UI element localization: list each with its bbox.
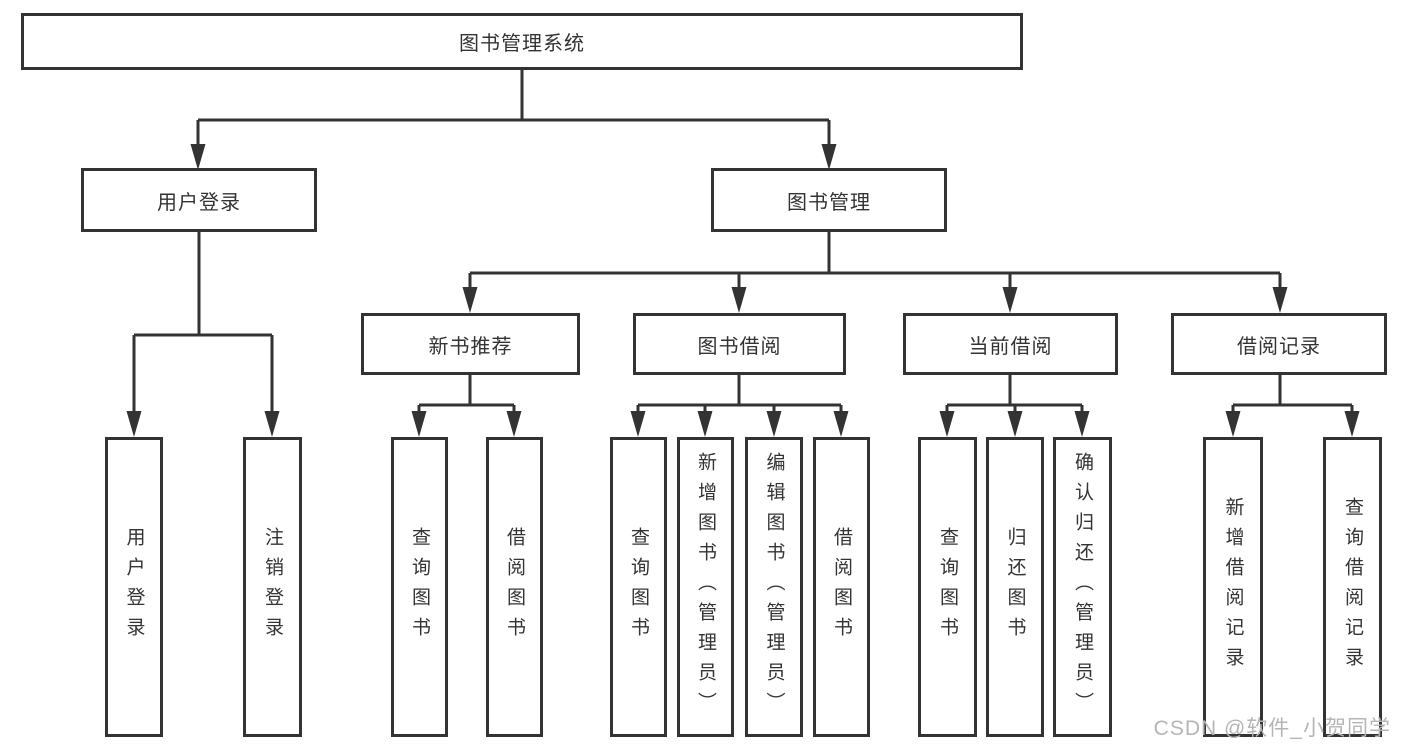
csdn-watermark: CSDN @软件_小贺同学 bbox=[1153, 717, 1391, 740]
leaf-confirm-return-admin: 确认归还（管理员） bbox=[1053, 437, 1112, 737]
leaf-logout: 注销登录 bbox=[243, 437, 302, 737]
leaf-query-books-current: 查询图书 bbox=[918, 437, 977, 737]
leaf-return-books: 归还图书 bbox=[986, 437, 1044, 737]
leaf-borrow-books-recommend: 借阅图书 bbox=[486, 437, 543, 737]
node-root: 图书管理系统 bbox=[21, 13, 1023, 70]
leaf-query-books-borrow: 查询图书 bbox=[610, 437, 667, 737]
leaf-query-books-recommend: 查询图书 bbox=[391, 437, 448, 737]
leaf-edit-books-admin: 编辑图书（管理员） bbox=[745, 437, 803, 737]
leaf-add-books-admin: 新增图书（管理员） bbox=[677, 437, 734, 737]
node-new-book-recommend: 新书推荐 bbox=[361, 313, 580, 375]
node-user-login: 用户登录 bbox=[81, 168, 317, 232]
arrowheads-level3 bbox=[462, 287, 1288, 313]
leaf-add-borrow-record: 新增借阅记录 bbox=[1203, 437, 1263, 737]
leaf-borrow-books: 借阅图书 bbox=[813, 437, 870, 737]
node-current-borrow: 当前借阅 bbox=[903, 313, 1118, 375]
node-book-borrow: 图书借阅 bbox=[633, 313, 846, 375]
arrowheads-level2 bbox=[190, 144, 837, 170]
leaf-query-borrow-record: 查询借阅记录 bbox=[1323, 437, 1382, 737]
arrowheads-level4 bbox=[126, 411, 1360, 437]
node-borrow-records: 借阅记录 bbox=[1171, 313, 1387, 375]
node-book-management: 图书管理 bbox=[711, 168, 947, 232]
leaf-user-login: 用户登录 bbox=[105, 437, 163, 737]
